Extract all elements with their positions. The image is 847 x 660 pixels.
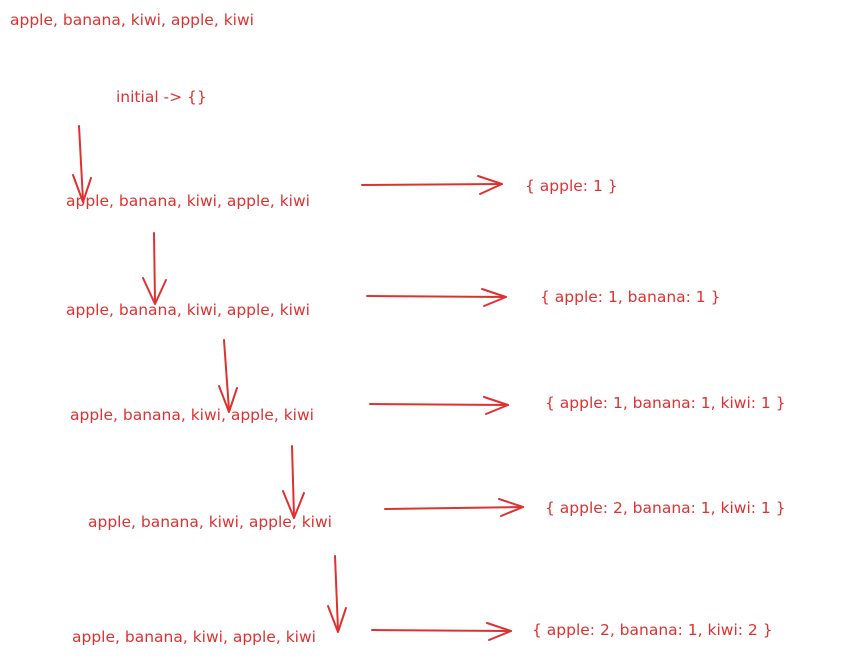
result-arrow-5 — [371, 622, 512, 641]
result-arrow-3 — [369, 396, 509, 415]
initial-state-label: initial -> {} — [116, 88, 207, 106]
step-1-result: { apple: 1 } — [525, 177, 618, 195]
pointer-arrow-2 — [142, 232, 167, 305]
step-4-result: { apple: 2, banana: 1, kiwi: 1 } — [545, 499, 786, 517]
input-list-label: apple, banana, kiwi, apple, kiwi — [10, 11, 254, 29]
result-arrow-1 — [361, 175, 503, 195]
pointer-arrow-4 — [282, 445, 305, 519]
step-3-list: apple, banana, kiwi, apple, kiwi — [70, 406, 314, 424]
pointer-arrow-3 — [218, 339, 238, 413]
step-1-list: apple, banana, kiwi, apple, kiwi — [66, 192, 310, 210]
result-arrow-4 — [384, 498, 524, 517]
step-4-list: apple, banana, kiwi, apple, kiwi — [88, 513, 332, 531]
pointer-arrow-5 — [327, 555, 347, 633]
step-2-list: apple, banana, kiwi, apple, kiwi — [66, 301, 310, 319]
step-2-result: { apple: 1, banana: 1 } — [540, 288, 721, 306]
step-5-list: apple, banana, kiwi, apple, kiwi — [72, 628, 316, 646]
result-arrow-2 — [366, 288, 507, 307]
step-3-result: { apple: 1, banana: 1, kiwi: 1 } — [545, 394, 786, 412]
step-5-result: { apple: 2, banana: 1, kiwi: 2 } — [532, 621, 773, 639]
